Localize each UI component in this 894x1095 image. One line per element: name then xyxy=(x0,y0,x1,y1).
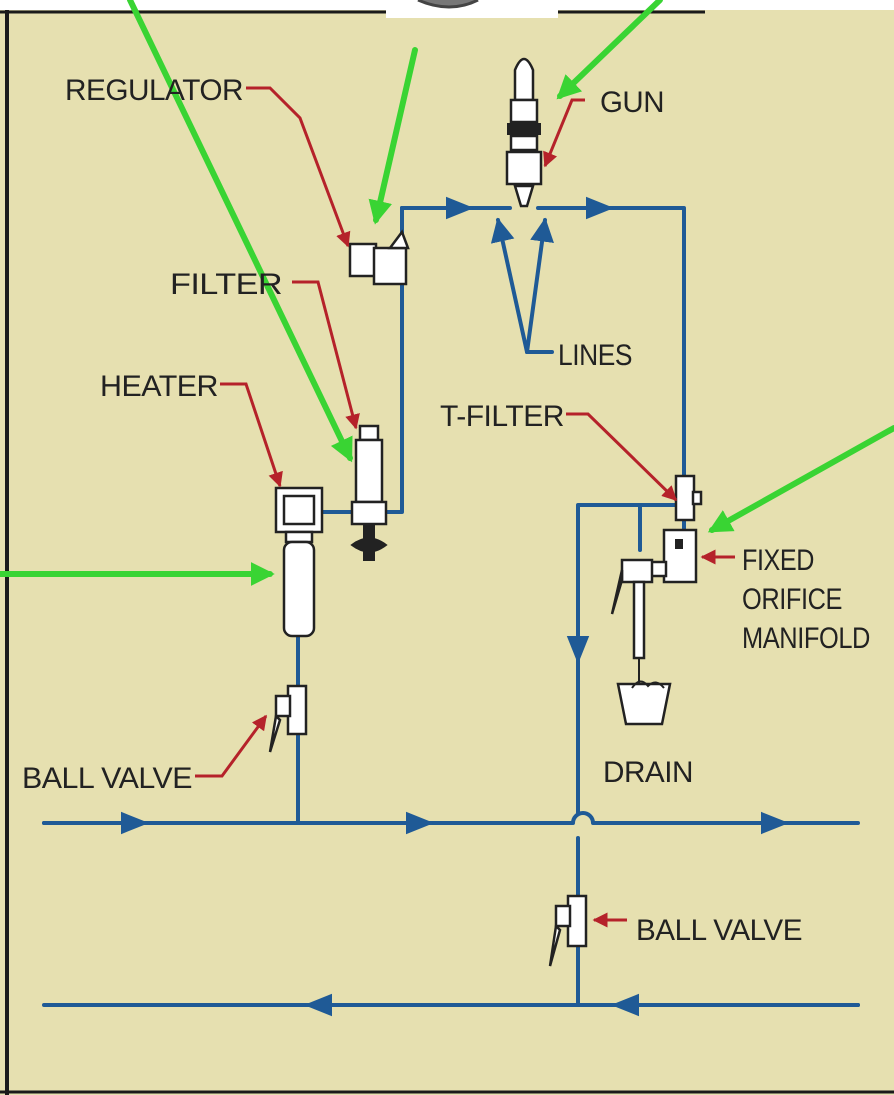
label-ball-valve-right: BALL VALVE xyxy=(636,914,802,947)
label-regulator: REGULATOR xyxy=(65,74,243,107)
label-drain: DRAIN xyxy=(603,756,693,789)
label-gun: GUN xyxy=(600,86,664,119)
label-ball-valve-left: BALL VALVE xyxy=(22,762,192,795)
label-heater: HEATER xyxy=(100,370,218,403)
label-orifice: ORIFICE xyxy=(742,583,842,616)
label-manifold: MANIFOLD xyxy=(742,622,870,655)
label-t-filter: T-FILTER xyxy=(440,400,564,433)
label-lines: LINES xyxy=(558,339,632,372)
label-fixed: FIXED xyxy=(742,544,814,577)
label-filter: FILTER xyxy=(170,268,282,301)
heater-icon xyxy=(276,488,322,636)
